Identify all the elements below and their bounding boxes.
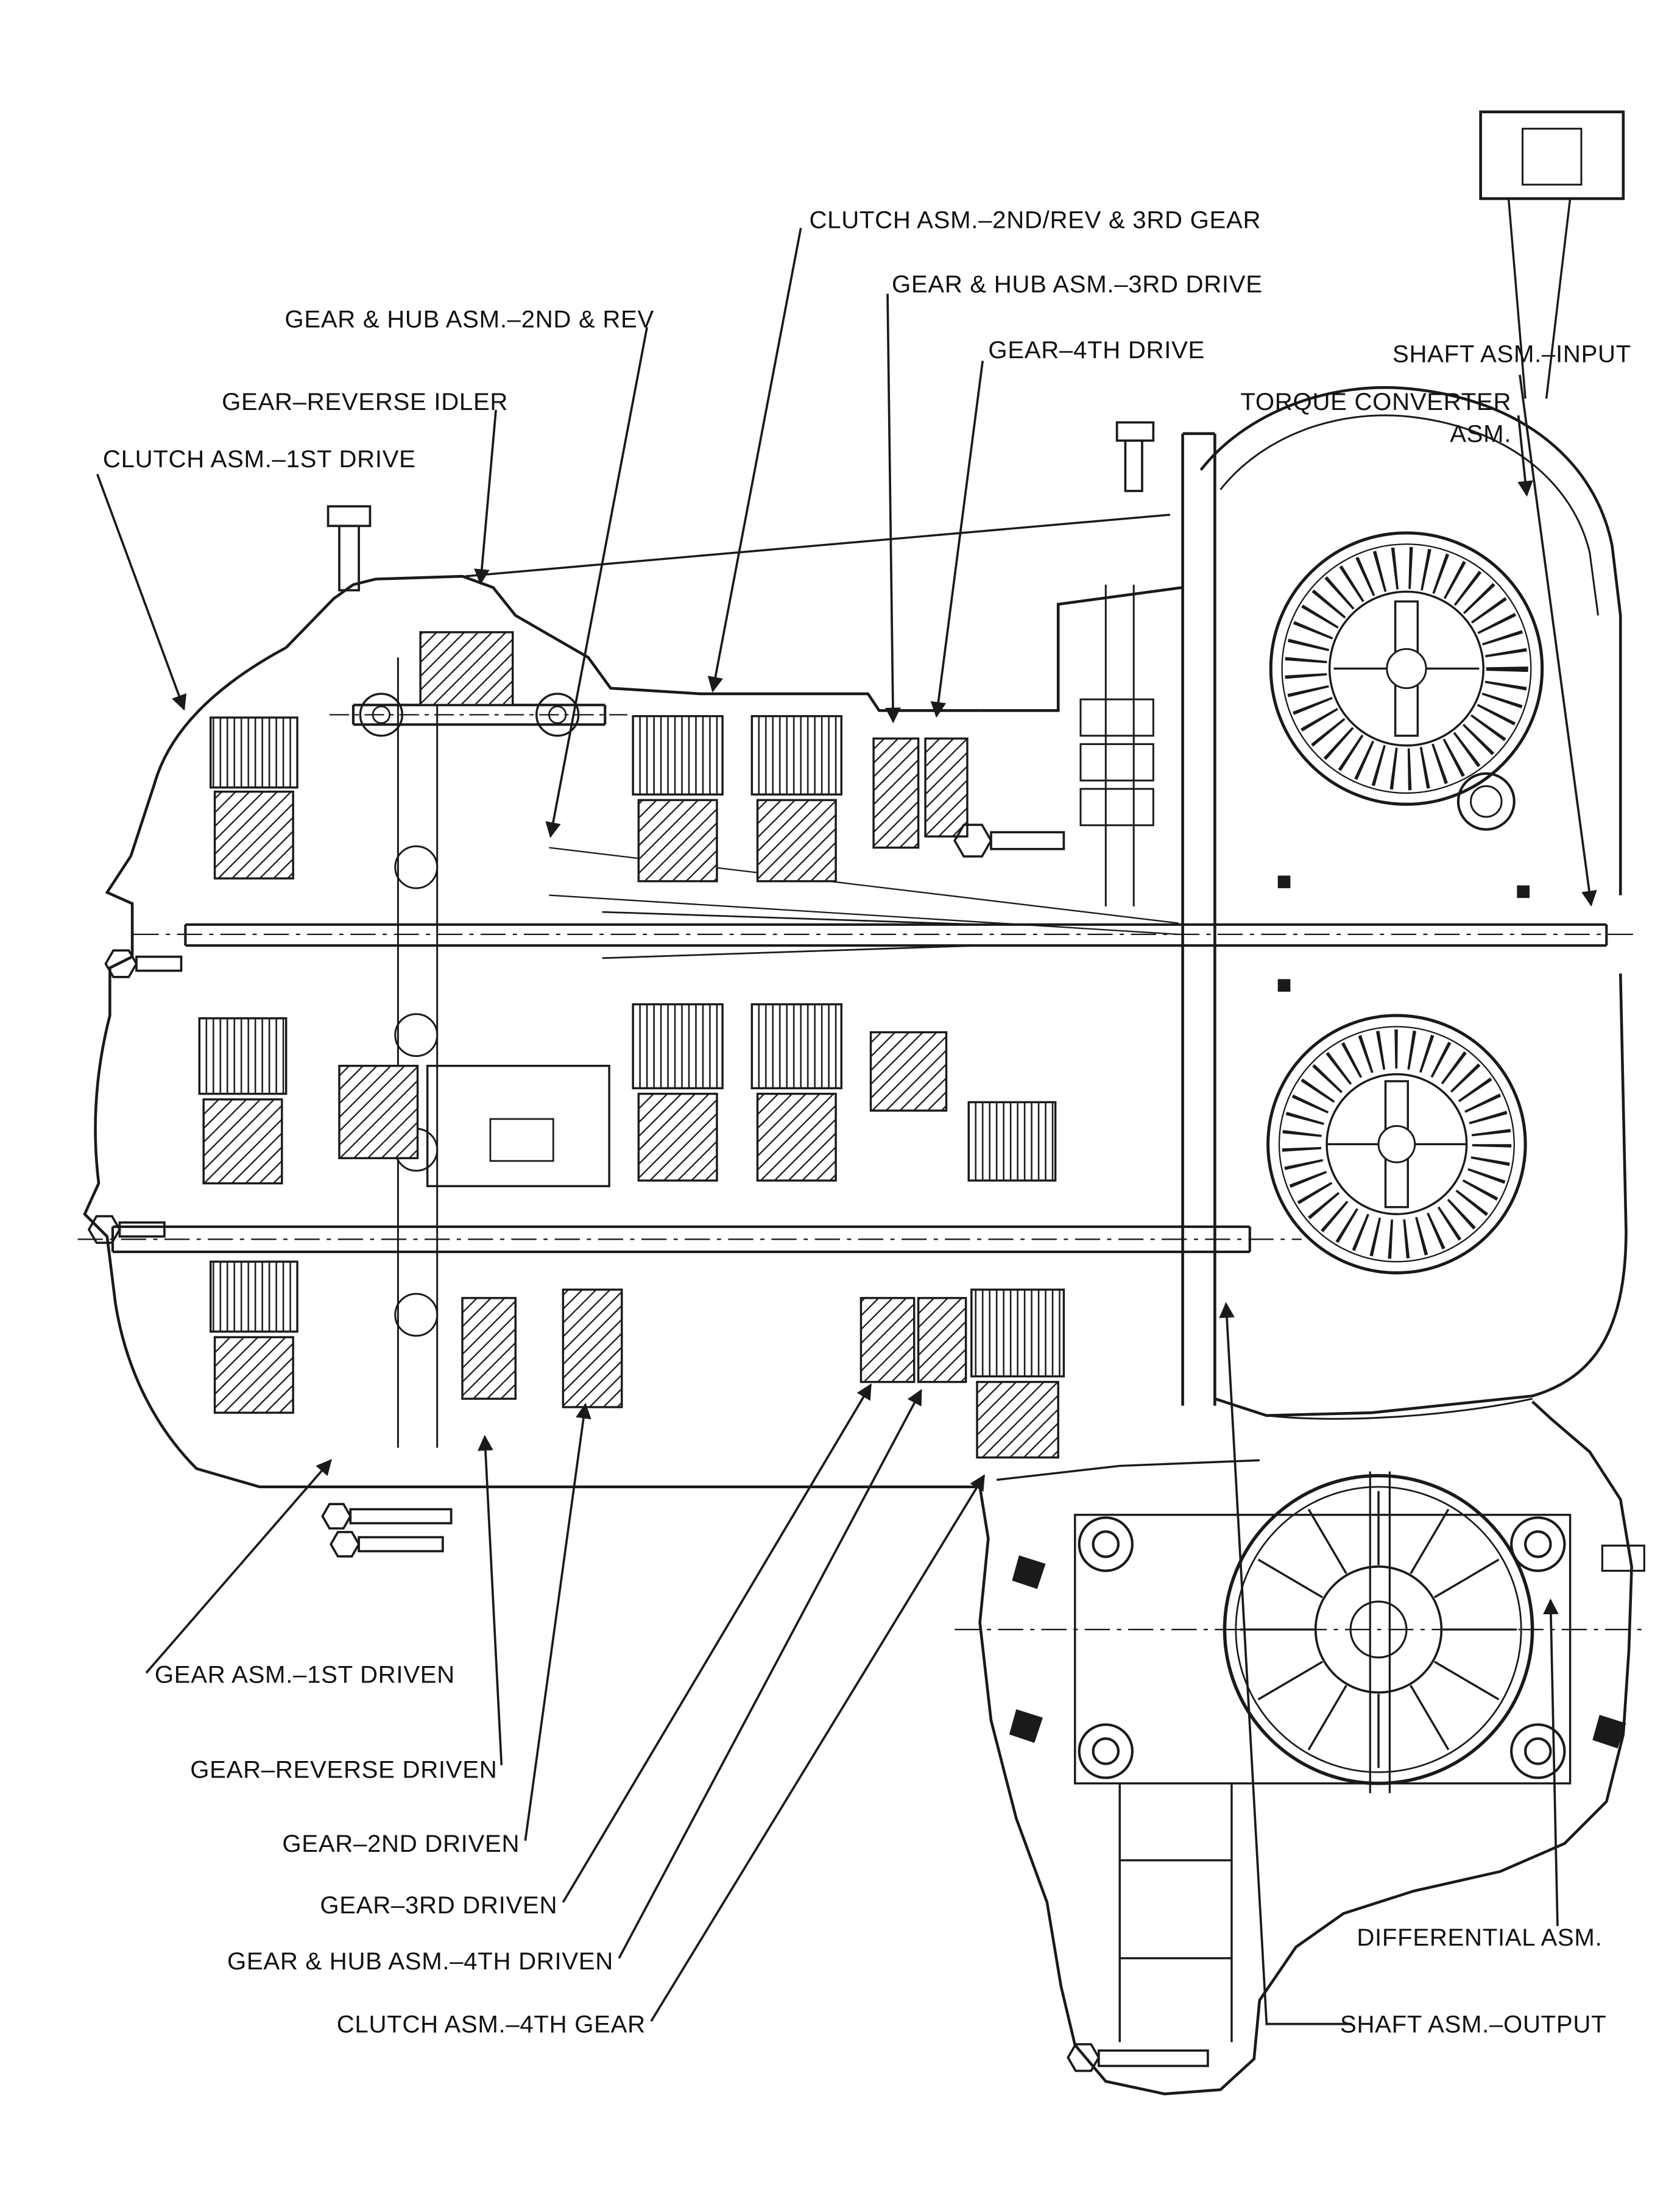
differential-bearings <box>1078 1516 1566 1779</box>
retainer-clip <box>1012 1555 1046 1589</box>
clutch-2nd-rev-3rd <box>632 715 843 883</box>
fasteners <box>87 421 1626 2072</box>
label-clutch-1st-drive: CLUTCH ASM.–1ST DRIVE <box>103 445 416 473</box>
divider-top-bolt <box>1115 421 1155 492</box>
leader-clutch-4th-gear <box>650 1474 986 2022</box>
label-shaft-output: SHAFT ASM.–OUTPUT <box>1340 2010 1606 2038</box>
left-case-bolt-lower <box>87 1215 166 1244</box>
retainer-clip <box>1592 1715 1626 1749</box>
leader-gear-4th-drive <box>930 361 984 718</box>
label-clutch-4th-gear: CLUTCH ASM.–4TH GEAR <box>337 2010 646 2038</box>
callout-labels: CLUTCH ASM.–2ND/REV & 3RD GEAR GEAR & HU… <box>103 206 1631 2038</box>
leader-gear-reverse-driven <box>478 1435 503 1765</box>
label-gear-4th-drive: GEAR–4TH DRIVE <box>988 336 1205 364</box>
leader-gear-hub-3rd-drive <box>885 294 901 724</box>
diff-bottom-bolt <box>1067 2043 1209 2072</box>
label-torque-converter-line2: ASM. <box>1450 420 1511 448</box>
label-gear-hub-4th-driven: GEAR & HUB ASM.–4TH DRIVEN <box>227 1947 613 1975</box>
clutch-1st-drive <box>209 716 298 880</box>
idler-bearing <box>359 693 404 737</box>
output-shaft <box>77 1225 1302 1254</box>
gear-4th-drive <box>924 737 969 838</box>
leader-shaft-input <box>1519 375 1597 907</box>
label-gear-3rd-driven: GEAR–3RD DRIVEN <box>320 1891 557 1919</box>
differential-pinion-shaft <box>1369 1471 1391 1793</box>
gear-2nd-driven <box>562 1288 623 1408</box>
leader-clutch-1st-drive <box>96 473 187 711</box>
label-gear-hub-3rd-drive: GEAR & HUB ASM.–3RD DRIVE <box>892 270 1263 298</box>
leader-lines <box>96 227 1597 2025</box>
leader-gear-reverse-idler <box>474 409 497 585</box>
label-torque-converter-line1: TORQUE CONVERTER <box>1240 388 1511 415</box>
label-gear-reverse-idler: GEAR–REVERSE IDLER <box>222 388 508 415</box>
bottom-left-bolts <box>321 1503 453 1558</box>
bell-housing <box>1199 110 1628 1420</box>
label-gear-hub-2nd-rev: GEAR & HUB ASM.–2ND & REV <box>284 305 654 333</box>
torque-converter <box>1266 531 1544 1275</box>
gear-cluster-middle <box>198 1003 1057 1187</box>
leader-clutch-2nd-rev-3rd <box>707 227 802 693</box>
label-gear-1st-driven: GEAR ASM.–1ST DRIVEN <box>155 1661 455 1688</box>
gear-reverse-driven <box>461 1297 517 1400</box>
differential-assembly <box>955 1400 1649 2095</box>
leader-gear-3rd-driven <box>562 1383 872 1903</box>
leader-torque-converter <box>1517 415 1533 497</box>
differential-housing <box>978 1400 1633 2095</box>
idler-bearing <box>535 693 580 737</box>
gear-3rd-driven <box>859 1297 916 1383</box>
retainer-clip <box>1009 1709 1043 1743</box>
leader-gear-hub-4th-driven <box>618 1389 922 1959</box>
label-gear-2nd-driven: GEAR–2ND DRIVEN <box>282 1830 520 1857</box>
seal-blocks <box>1009 875 1626 1749</box>
seal-ring <box>1456 772 1516 831</box>
input-shaft <box>133 911 1640 959</box>
gear-asm-1st-driven <box>209 1260 298 1414</box>
leader-gear-1st-driven <box>145 1459 332 1674</box>
left-case-bolt-upper <box>104 949 183 978</box>
label-shaft-input: SHAFT ASM.–INPUT <box>1392 341 1631 368</box>
clutch-4th-gear <box>970 1288 1065 1459</box>
shafts <box>77 693 1640 1254</box>
gear-hub-3rd-drive <box>872 737 920 849</box>
gear-train <box>198 631 1065 1459</box>
mid-case-bolt <box>953 824 1065 858</box>
label-differential: DIFFERENTIAL ASM. <box>1357 1924 1602 1951</box>
leader-gear-hub-2nd-rev <box>545 327 648 838</box>
leader-gear-2nd-driven <box>524 1402 591 1841</box>
reverse-idler-gear <box>419 631 514 707</box>
leader-shaft-output <box>1219 1302 1352 2025</box>
label-gear-reverse-driven: GEAR–REVERSE DRIVEN <box>190 1756 497 1783</box>
differential-carrier <box>1074 1514 1572 1785</box>
leader-differential <box>1543 1598 1559 1926</box>
case-top-bolt <box>326 505 372 591</box>
label-clutch-2nd-rev-3rd: CLUTCH ASM.–2ND/REV & 3RD GEAR <box>809 206 1261 233</box>
gear-hub-4th-driven <box>917 1297 967 1383</box>
